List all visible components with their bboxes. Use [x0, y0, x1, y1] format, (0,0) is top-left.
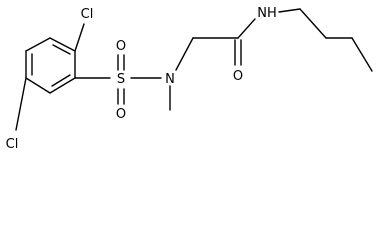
- bond-carbonyl-to-amide-nitrogen: [237, 18, 256, 39]
- benzene-ring: [25, 37, 76, 94]
- butyl-bond: [278, 8, 301, 13]
- structure-drawing: Cl Cl S O O N NH O: [6, 6, 373, 152]
- atom-label-nitrogen-amide: NH: [257, 6, 277, 21]
- butyl-bond: [351, 37, 373, 72]
- atom-label-oxygen-sulfonyl-top: O: [116, 39, 126, 54]
- bond-ring-to-cl-bottom: [15, 77, 27, 131]
- molecule-structure: Cl Cl S O O N NH O: [6, 6, 373, 152]
- atom-label-oxygen-sulfonyl-bottom: O: [116, 107, 126, 122]
- ring-inner-double-bond: [51, 74, 71, 87]
- ring-bond: [49, 37, 76, 52]
- butyl-bond: [299, 8, 327, 39]
- ring-bond: [25, 77, 51, 94]
- bond-nitrogen-to-methylene: [175, 37, 194, 71]
- atom-label-cl-bottom: Cl: [6, 137, 19, 152]
- ring-bond: [25, 37, 51, 52]
- ring-bond: [49, 77, 76, 94]
- atom-label-oxygen-carbonyl: O: [233, 69, 243, 84]
- atom-label-sulfur: S: [117, 72, 125, 87]
- bond-ring-to-cl-top: [74, 23, 85, 52]
- ring-inner-double-bond: [52, 44, 71, 55]
- atom-label-cl-top: Cl: [81, 7, 94, 22]
- atom-label-nitrogen-tertiary: N: [165, 72, 175, 87]
